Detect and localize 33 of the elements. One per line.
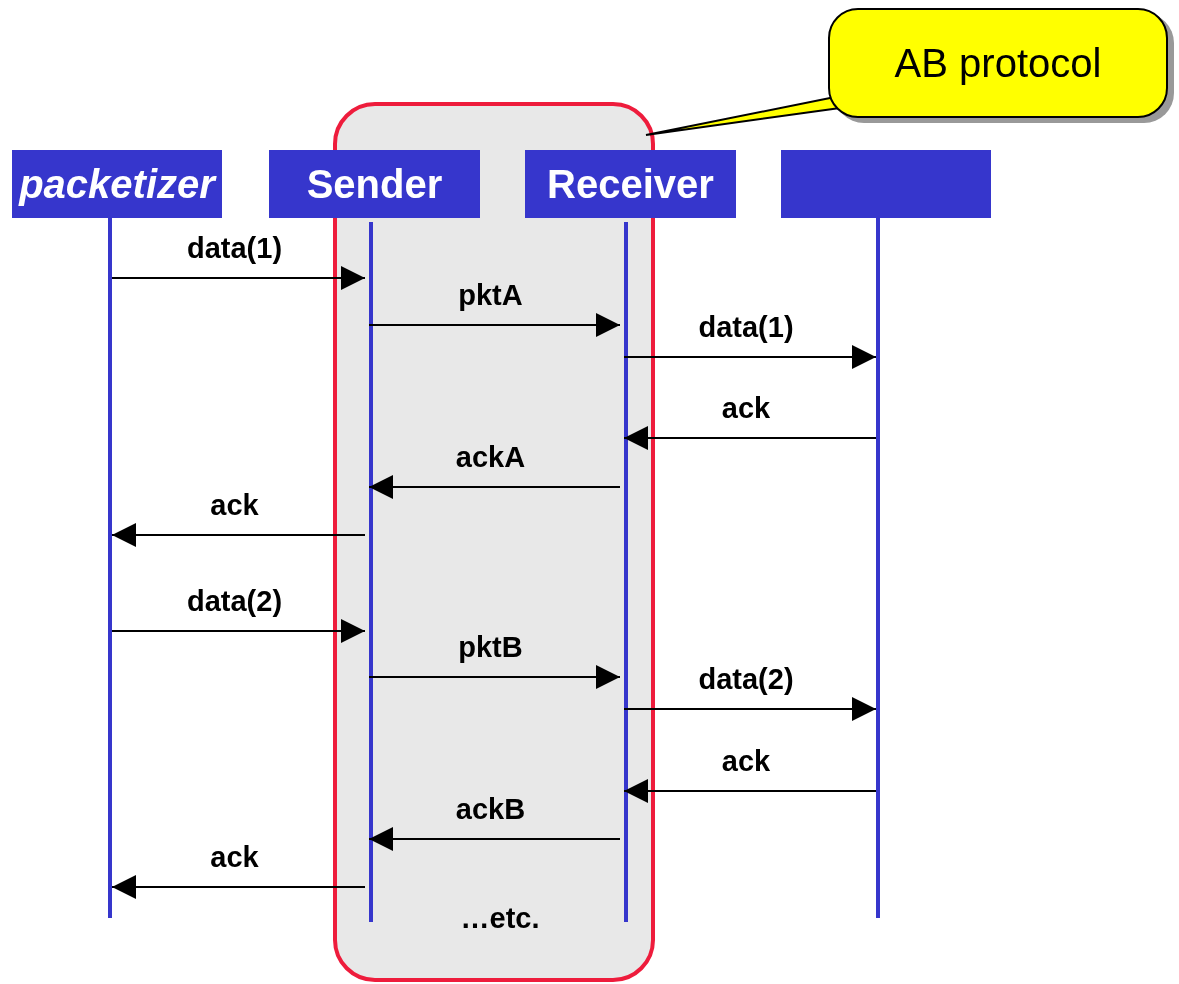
lifeline-header: packetizer <box>12 150 222 218</box>
lifeline <box>369 222 373 922</box>
edge-label: ackA <box>455 441 526 474</box>
message-arrow <box>111 619 366 643</box>
message-arrow <box>623 345 877 369</box>
lifeline-header <box>781 150 991 218</box>
message-arrow <box>623 426 877 450</box>
edge-label: ack <box>721 745 771 778</box>
edge-label: ack <box>721 392 771 425</box>
edge-label: ack <box>210 489 259 522</box>
message-arrow <box>368 827 621 851</box>
edge-label: data(1) <box>698 311 794 344</box>
lifeline <box>876 218 880 918</box>
edge-label: pktA <box>458 279 523 312</box>
edge-label: data(1) <box>186 232 283 265</box>
edge-label: pktB <box>458 631 523 664</box>
message-arrow <box>368 475 621 499</box>
lifeline <box>624 222 628 922</box>
lifeline-header: Receiver <box>525 150 736 218</box>
edge-label: ackB <box>455 793 526 826</box>
lifeline <box>108 218 112 918</box>
message-arrow <box>111 523 366 547</box>
message-arrow <box>111 266 366 290</box>
lifeline-header: Sender <box>269 150 480 218</box>
edge-label: data(2) <box>186 585 283 618</box>
message-arrow <box>368 313 621 337</box>
message-arrow <box>111 875 366 899</box>
message-arrow <box>623 779 877 803</box>
note-text: …etc. <box>460 902 540 935</box>
message-arrow <box>623 697 877 721</box>
edge-label: ack <box>210 841 259 874</box>
edge-label: data(2) <box>698 663 794 696</box>
message-arrow <box>368 665 621 689</box>
